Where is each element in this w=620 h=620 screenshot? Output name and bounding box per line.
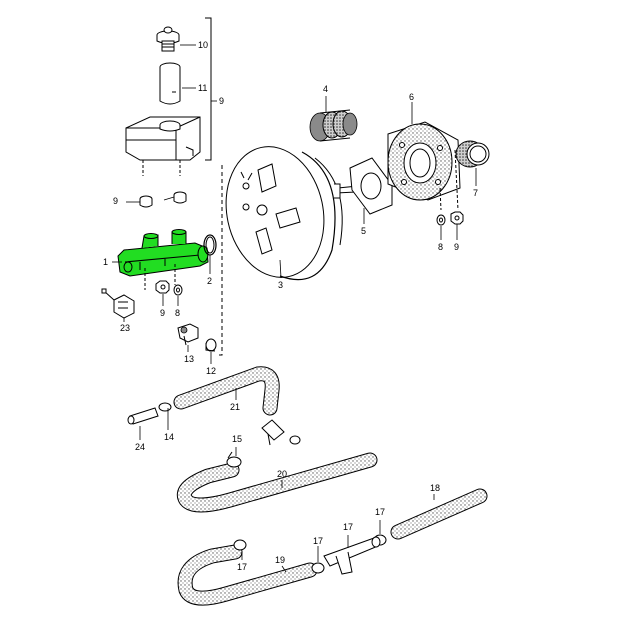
brake-booster xyxy=(225,146,359,281)
hose-clamp-21 xyxy=(226,451,242,468)
callout-21: 20 xyxy=(277,469,288,479)
callout-17-b: 15 xyxy=(232,434,243,444)
callout-2: 2 xyxy=(207,276,213,286)
callout-12: 10 xyxy=(198,40,209,50)
callout-6: 6 xyxy=(409,92,415,102)
callout-24: 24 xyxy=(135,442,146,452)
callout-22: 21 xyxy=(230,402,241,412)
group-bracket-11 xyxy=(205,17,212,161)
callout-10: 9 xyxy=(113,196,119,206)
vacuum-hose-20 xyxy=(177,544,318,606)
reservoir-cap xyxy=(156,26,180,52)
callout-17-c: 17 xyxy=(375,507,386,517)
callout-17-a: 14 xyxy=(164,432,175,442)
callout-18: 17 xyxy=(343,522,354,532)
callout-23: 23 xyxy=(120,323,131,333)
callout-11: 9 xyxy=(219,96,225,106)
leader-lines xyxy=(112,44,477,573)
callout-7: 7 xyxy=(473,188,479,198)
vacuum-hose-19 xyxy=(390,488,488,540)
nut-washer-left xyxy=(155,280,183,296)
callout-19: 18 xyxy=(430,483,441,493)
callout-3: 3 xyxy=(278,280,284,290)
callout-5: 5 xyxy=(361,226,367,236)
brake-light-switch xyxy=(101,288,135,322)
o-ring xyxy=(203,234,217,256)
callout-13: 11 xyxy=(198,83,208,93)
tee-fitting-small xyxy=(261,419,301,446)
callout-1: 1 xyxy=(103,257,109,267)
callout-4: 4 xyxy=(323,84,329,94)
brake-fluid-reservoir xyxy=(125,116,201,176)
vacuum-hose-21 xyxy=(176,452,378,513)
booster-boot xyxy=(309,109,358,142)
vacuum-hose-22 xyxy=(173,366,280,416)
callout-17-e: 17 xyxy=(237,562,248,572)
reservoir-grommets xyxy=(139,191,187,208)
vacuum-fitting xyxy=(177,323,217,352)
hose-clamp-20 xyxy=(233,539,325,574)
callout-8-left: 8 xyxy=(175,308,181,318)
check-valve xyxy=(127,402,172,425)
booster-gasket xyxy=(349,157,393,215)
callout-8-right: 8 xyxy=(438,242,444,252)
booster-bracket xyxy=(387,121,461,201)
callout-15: 13 xyxy=(184,354,195,364)
sealing-ring xyxy=(455,140,490,168)
callout-17-d: 17 xyxy=(313,536,324,546)
nut-washer-right xyxy=(436,211,464,226)
reservoir-strainer xyxy=(159,62,181,105)
callout-9-right-b: 9 xyxy=(454,242,460,252)
callout-14: 12 xyxy=(206,366,217,376)
master-cylinder-highlighted xyxy=(117,229,209,277)
callout-9-left: 9 xyxy=(160,308,166,318)
callout-20: 19 xyxy=(275,555,286,565)
tee-connector xyxy=(323,536,381,575)
